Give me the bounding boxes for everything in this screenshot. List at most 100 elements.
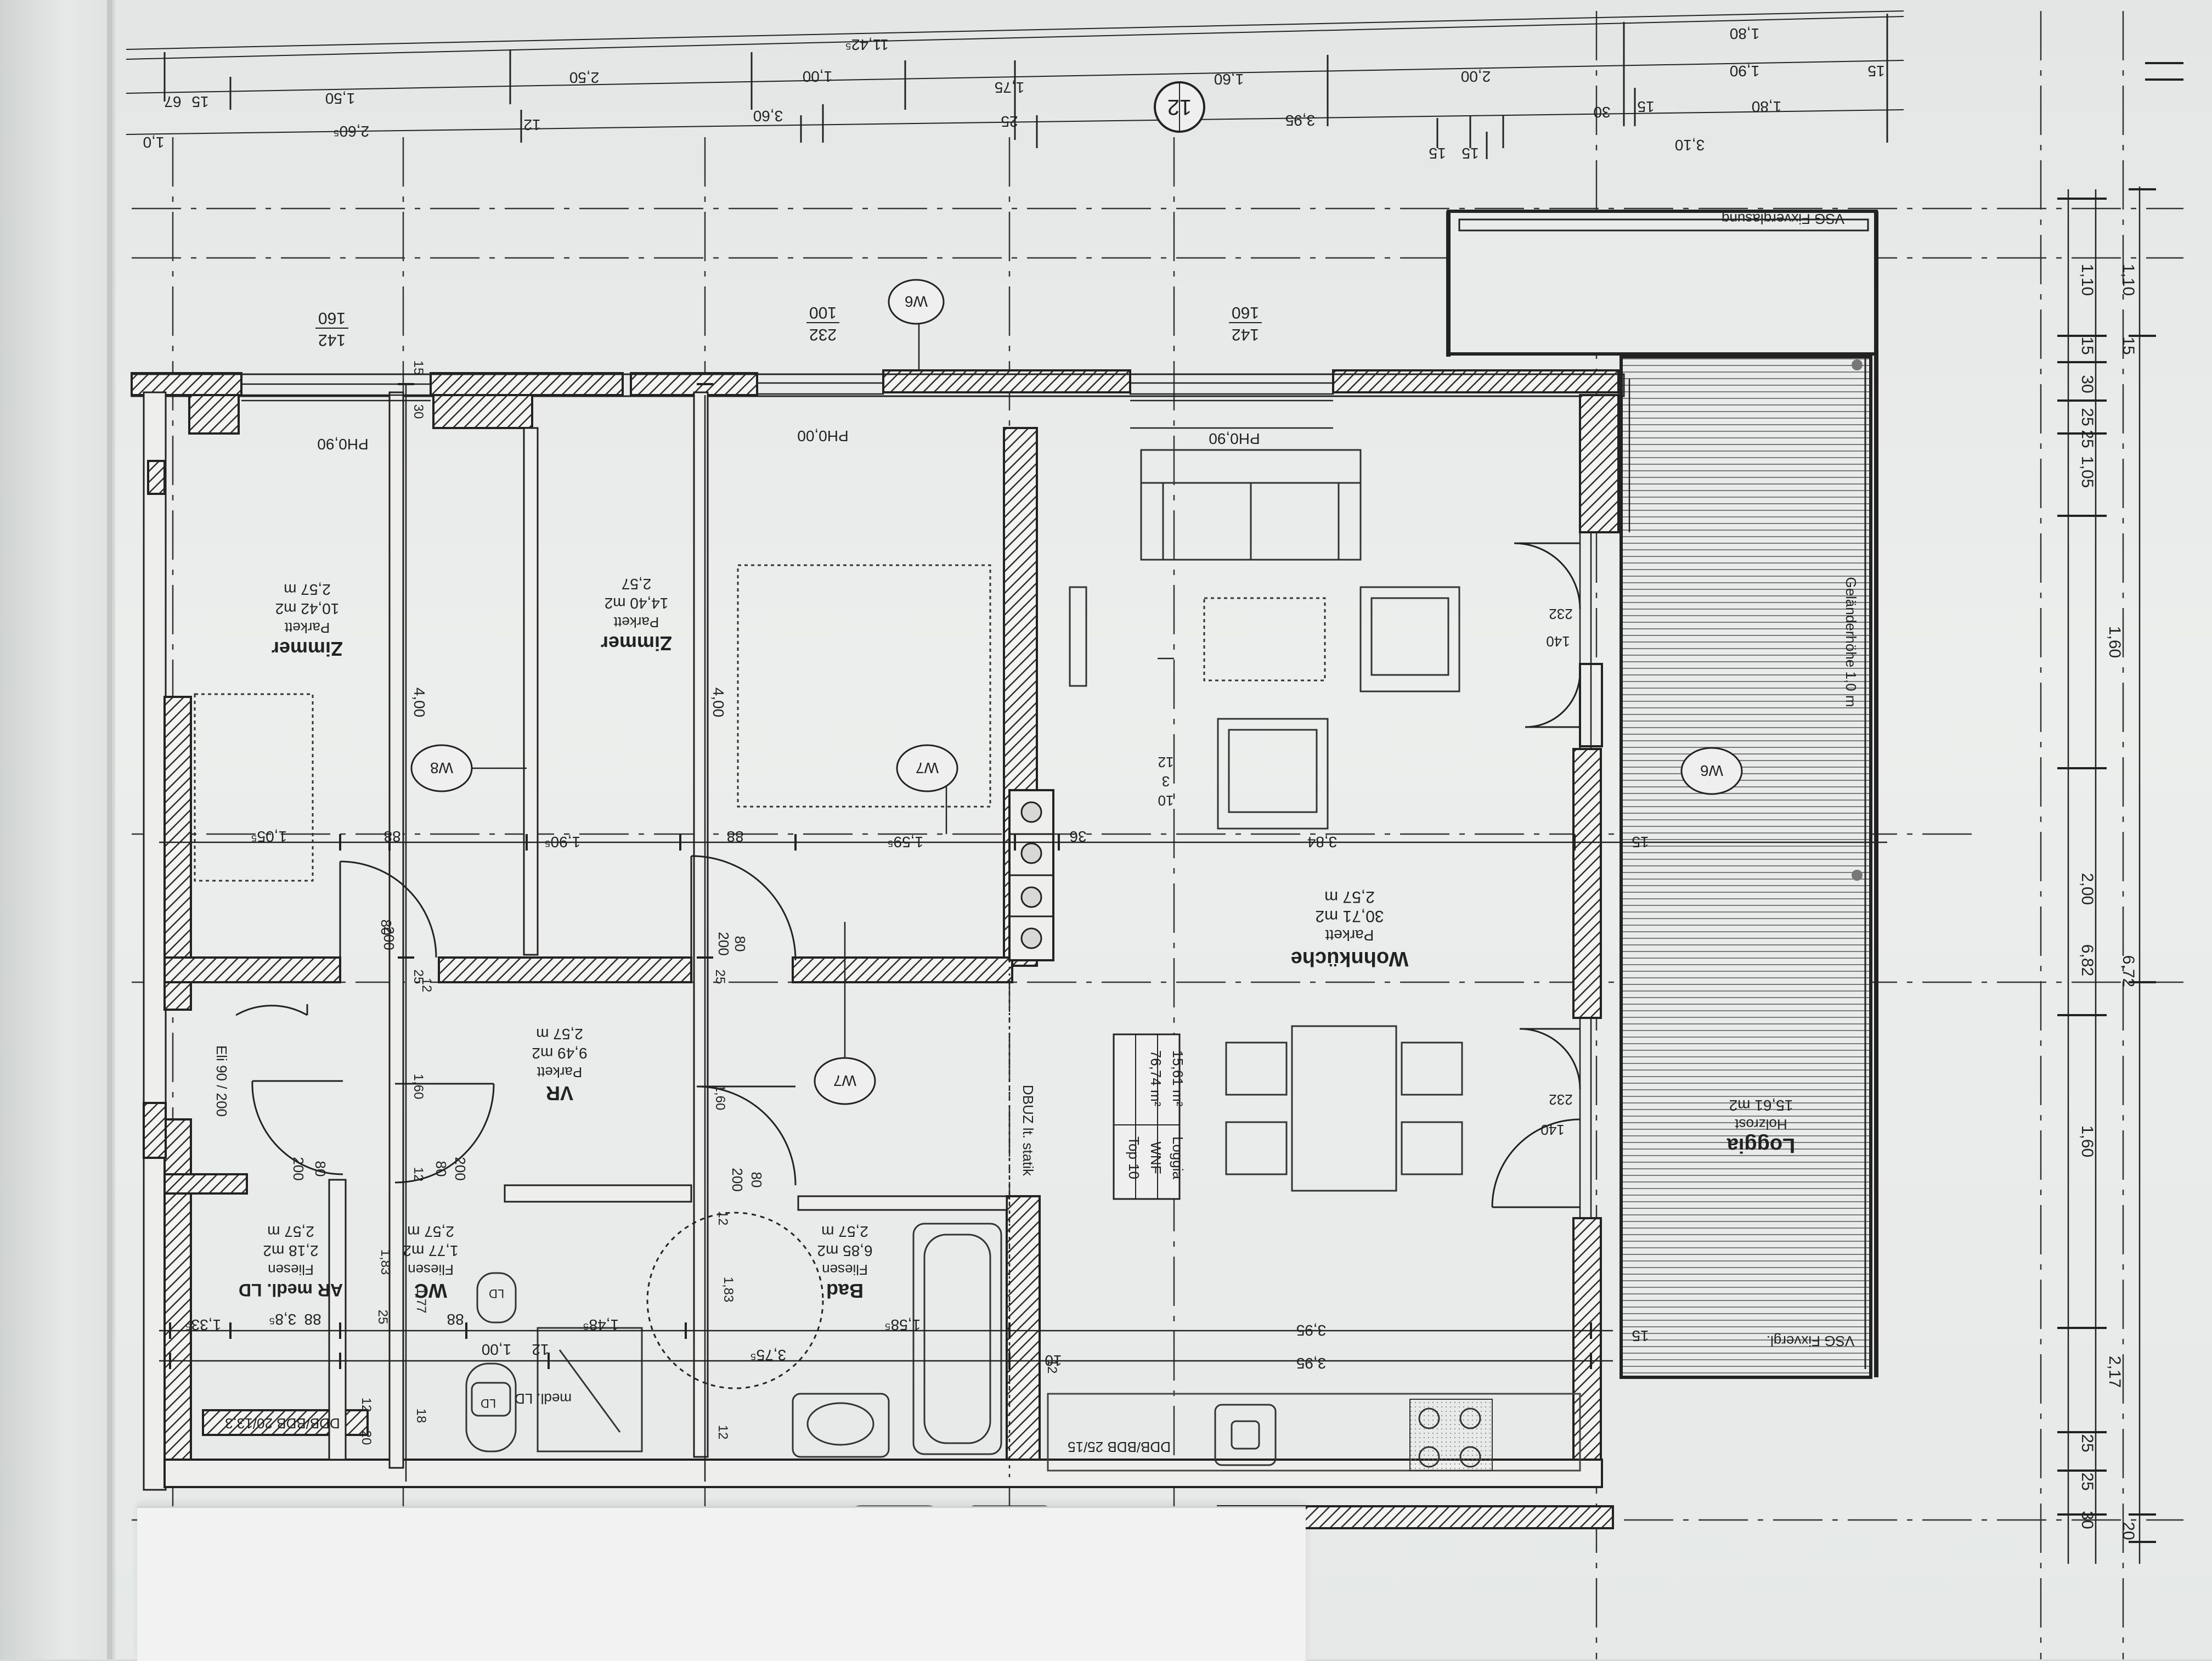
overlapping-sheet xyxy=(137,1506,1306,1661)
door-c-width: 80 xyxy=(748,1172,765,1188)
dim-top-2: 2,50 xyxy=(569,69,600,86)
loggia xyxy=(1448,211,1876,1377)
dim-top-11: 2,60⁵ xyxy=(333,123,369,140)
room-name-loggia: Loggia xyxy=(1726,1134,1795,1157)
door-height-1: 232 xyxy=(1549,606,1572,622)
dim-top-18: 1,80 xyxy=(1752,98,1782,115)
dim-right-15: 1,60 xyxy=(2106,626,2124,658)
dim-bot-b-6: 15 xyxy=(1632,1327,1649,1344)
dim-mid-1: 1,05⁵ xyxy=(251,828,287,845)
right-dimensions xyxy=(2057,63,2183,1564)
dim-top-4: 1,60 xyxy=(1214,71,1244,88)
grid-marker-12: 12 xyxy=(1155,82,1204,132)
sill-160-a: 160 xyxy=(318,309,346,327)
dim-mid-5: 1,59⁵ xyxy=(887,834,923,851)
dim-mid-2: 88 xyxy=(383,828,400,845)
dim-mid-6: 36 xyxy=(1069,828,1086,845)
dim-top-12: 12 xyxy=(523,116,540,133)
dim-top-6: 1,90 xyxy=(1730,63,1760,80)
dim-bot-a-5: 1,48⁵ xyxy=(583,1316,619,1333)
note-ddb-2: DDB/BDB 20/13,3 xyxy=(225,1415,340,1432)
room-floor-zimmer-1: Parkett xyxy=(613,614,659,630)
dim-bot-b-5: 3,95 xyxy=(1296,1355,1327,1372)
room-name-zimmer-2: Zimmer xyxy=(272,638,343,660)
dim-top-20: 3,10 xyxy=(1675,137,1705,154)
room-area-zimmer-2: 10,42 m2 xyxy=(275,600,340,617)
dim-right-12: 30 xyxy=(2078,1511,2096,1529)
interior-dimension-text: 4,00 4,00 1,05⁵ 88 1,90⁵ 88 1,59⁵ 36 3,8… xyxy=(185,361,1649,1445)
note-vsg-bottom: VSG Fixvergl. xyxy=(1767,1333,1854,1349)
dim-bot-a-1: 1,33⁵ xyxy=(185,1316,221,1333)
dim-top-15: 3,95 xyxy=(1285,112,1316,129)
sheet-edge xyxy=(107,0,112,1659)
unit-info-box: Top 10 WNF Loggia 76,74 m² 15,61 m² xyxy=(1114,1034,1186,1199)
door-a-height: 200 xyxy=(381,926,397,950)
room-name-zimmer-1: Zimmer xyxy=(601,632,672,655)
dim-small-16: 1,83 xyxy=(378,1249,393,1275)
door-d-height: 200 xyxy=(452,1157,469,1180)
dim-right-10: 25 xyxy=(2078,1434,2096,1452)
dim-right-3: 30 xyxy=(2078,375,2096,393)
dim-right-14: 15 xyxy=(2119,336,2137,354)
top-dimension-text: 1,80 11,42⁵ 2,50 1,00 1,60 2,00 1,90 67 … xyxy=(143,25,1885,162)
room-height-wohnkueche: 2,57 m xyxy=(1324,888,1375,906)
room-area-zimmer-1: 14,40 m2 xyxy=(605,595,669,612)
annotations: VSG Fixverglasung VSG Fixvergl. Geländer… xyxy=(213,211,1859,1455)
dim-bot-a-6: 1,58⁵ xyxy=(884,1316,921,1333)
sill-142-b: 142 xyxy=(1232,325,1259,344)
dim-right-5: 25 xyxy=(2078,430,2096,448)
leader-number-1: 12 xyxy=(1158,754,1174,770)
room-name-ar: AR medl. LD xyxy=(239,1280,343,1300)
dim-mid-3: 1,90⁵ xyxy=(544,834,580,851)
room-area-bad: 6,85 m2 xyxy=(817,1242,872,1259)
dim-400-a: 4,00 xyxy=(411,688,428,718)
unit-loggia-label: Loggia xyxy=(1170,1136,1186,1180)
note-eli: Eli 90 / 200 xyxy=(213,1045,230,1117)
note-dbuz: DBUZ lt. statik xyxy=(1020,1085,1036,1176)
dim-top-7: 67 xyxy=(164,93,181,110)
room-name-wc: WC xyxy=(414,1280,447,1302)
room-area-loggia: 15,61 m2 xyxy=(1729,1097,1793,1114)
dim-top-13: 3,60 xyxy=(753,108,783,125)
window-tag-w6-a: W6 xyxy=(905,293,928,310)
dim-top-22: 15 xyxy=(1429,145,1446,162)
windows xyxy=(241,379,1629,1218)
furniture xyxy=(195,450,1580,1550)
sill-160-b: 160 xyxy=(1232,303,1259,322)
room-height-zimmer-1: 2,57 xyxy=(622,576,652,593)
dim-bot-a-2: 3,8⁵ xyxy=(269,1311,297,1328)
dim-right-8: 6,82 xyxy=(2078,944,2096,976)
dim-small-14: 20 xyxy=(359,1431,374,1445)
door-d-width: 80 xyxy=(433,1161,449,1177)
dim-small-8: 25 xyxy=(713,970,727,984)
room-floor-ar: Fliesen xyxy=(268,1262,314,1278)
room-height-bad: 2,57 m xyxy=(821,1223,868,1240)
dim-top-10: 1,75 xyxy=(995,79,1025,96)
dim-right-11: 25 xyxy=(2078,1472,2096,1490)
dim-small-13: 18 xyxy=(414,1409,428,1423)
sill-100: 100 xyxy=(809,303,837,322)
dim-right-13: 1,10 xyxy=(2119,264,2137,296)
ph-label-1: PH0,90 xyxy=(317,436,368,453)
door-width-2: 140 xyxy=(1541,1122,1564,1138)
note-gelander: Geländerhöhe 1,0 m xyxy=(1843,577,1859,707)
dim-top-19: 15 xyxy=(1867,63,1884,80)
door-width-1: 140 xyxy=(1546,633,1570,650)
dim-mid-7: 3,84 xyxy=(1307,834,1338,851)
dim-top-8: 15 xyxy=(191,93,208,110)
door-size-labels: 80 200 80 200 80 200 80 200 80 200 xyxy=(290,920,765,1192)
dim-bot-a-3: 88 xyxy=(304,1311,321,1328)
dim-top-17: 15 xyxy=(1637,98,1654,115)
dim-top-9: 1,50 xyxy=(325,90,356,107)
dim-top-1b: 11,42⁵ xyxy=(845,36,889,53)
room-floor-wohnkueche: Parkett xyxy=(1325,927,1374,944)
dim-right-16: 6,72 xyxy=(2119,955,2137,987)
unit-wnf-label: WNF xyxy=(1148,1141,1164,1174)
dim-small-18: 12 xyxy=(1045,1359,1059,1374)
room-height-vr: 2,57 m xyxy=(536,1026,583,1043)
door-b-height: 200 xyxy=(715,932,732,955)
note-ld-wc: LD xyxy=(489,1287,504,1300)
dim-small-4: 12 xyxy=(411,1167,426,1182)
dim-right-17: 2,17 xyxy=(2106,1356,2124,1388)
shafts xyxy=(1009,790,1053,960)
